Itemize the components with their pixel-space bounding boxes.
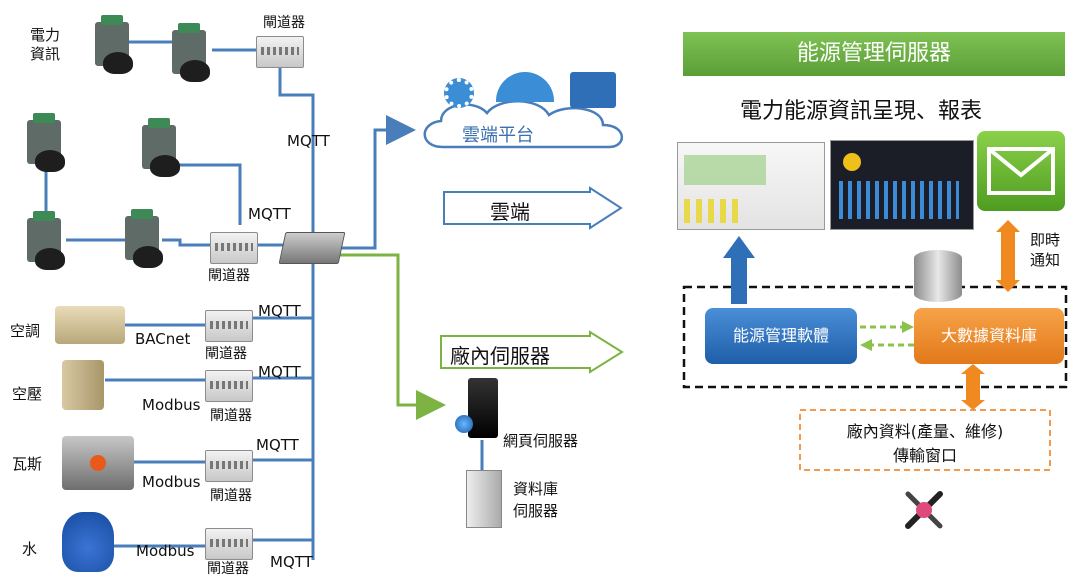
database-icon	[914, 250, 962, 302]
cloud-arrow-shape	[443, 186, 623, 230]
ems-banner: 能源管理伺服器	[683, 32, 1065, 76]
gateway-label: 閘道器	[205, 346, 247, 362]
mqtt-label: MQTT	[258, 302, 301, 320]
protocol-label: Modbus	[142, 473, 201, 491]
cloud-arrow-label: 雲端	[490, 200, 530, 224]
gateway-icon	[210, 232, 258, 264]
gateway-label: 閘道器	[208, 268, 250, 284]
big-data-db-box: 大數據資料庫	[914, 308, 1064, 364]
boiler-fire-icon	[90, 455, 106, 471]
cloud-platform-label: 雲端平台	[462, 125, 534, 146]
notify-label: 即時 通知	[1030, 231, 1061, 269]
factory-server-arrow-shape	[440, 330, 624, 374]
air-conditioner-icon	[55, 306, 125, 344]
power-meter-icon	[27, 211, 65, 270]
dashboard-chart-icon	[570, 72, 616, 108]
gateway-label: 閘道器	[263, 15, 305, 31]
equipment-label: 空調	[10, 322, 41, 340]
air-compressor-icon	[62, 360, 104, 410]
database-server-label: 資料庫 伺服器	[513, 480, 559, 520]
gateway-label: 閘道器	[210, 488, 252, 504]
mail-icon	[977, 131, 1065, 211]
globe-icon	[455, 415, 473, 433]
ems-subtitle: 電力能源資訊呈現、報表	[740, 99, 983, 124]
ems-banner-title: 能源管理伺服器	[796, 41, 951, 66]
pie-chart-icon	[843, 153, 861, 171]
equipment-label: 瓦斯	[12, 455, 43, 473]
bar-chart-icon	[839, 181, 959, 219]
power-info-label: 電力 資訊	[30, 26, 61, 63]
equipment-label: 水	[22, 540, 38, 558]
factory-data-window-label: 廠內資料(產量、維修) 傳輸窗口	[846, 422, 1004, 465]
water-valve-icon	[62, 512, 114, 572]
data-sync-arrows	[860, 321, 914, 351]
gateway-label: 閘道器	[210, 408, 252, 424]
database-server-icon	[466, 470, 502, 528]
mqtt-label: MQTT	[248, 205, 291, 223]
web-server-label: 網頁伺服器	[503, 432, 579, 450]
gateway-icon	[205, 528, 253, 560]
mqtt-label: MQTT	[287, 132, 330, 150]
transfer-double-arrow-icon	[966, 372, 980, 402]
notify-arrow-head-down	[996, 280, 1020, 292]
gateway-icon	[205, 450, 253, 482]
gateway-label: 閘道器	[207, 561, 249, 577]
power-meter-icon	[27, 113, 65, 172]
mqtt-label: MQTT	[270, 553, 313, 571]
equipment-label: 空壓	[12, 385, 43, 403]
ems-software-box: 能源管理軟體	[705, 308, 857, 364]
power-meter-icon	[142, 118, 180, 177]
protocol-label: BACnet	[135, 330, 191, 348]
power-meter-icon	[95, 15, 133, 74]
transfer-arrow-head-up	[961, 364, 985, 374]
up-arrow-icon	[723, 236, 755, 258]
gateway-icon	[256, 36, 304, 68]
up-arrow-shaft	[731, 258, 747, 304]
chart-area-icon	[684, 155, 766, 185]
dark-dashboard-thumbnail	[830, 140, 974, 230]
power-meter-icon	[125, 209, 163, 268]
gear-icon	[444, 78, 474, 108]
notify-arrow-head-up	[996, 220, 1020, 232]
mqtt-label: MQTT	[256, 436, 299, 454]
protocol-label: Modbus	[136, 542, 195, 560]
transfer-arrow-head-down	[961, 400, 985, 410]
gateway-icon	[205, 310, 253, 342]
envelope-icon	[987, 147, 1055, 195]
notify-double-arrow-icon	[1001, 228, 1015, 284]
web-server-icon	[468, 378, 498, 438]
ems-software-label: 能源管理軟體	[732, 326, 829, 345]
gateway-icon	[205, 370, 253, 402]
network-switch-icon	[278, 232, 346, 264]
bar-chart-icon	[684, 199, 744, 223]
mqtt-label: MQTT	[258, 363, 301, 381]
big-data-db-label: 大數據資料庫	[940, 326, 1037, 345]
tools-icon	[902, 488, 946, 532]
factory-server-arrow-label: 廠內伺服器	[450, 344, 550, 368]
power-meter-icon	[172, 23, 210, 82]
report-dashboard-thumbnail	[677, 142, 825, 230]
protocol-label: Modbus	[142, 396, 201, 414]
